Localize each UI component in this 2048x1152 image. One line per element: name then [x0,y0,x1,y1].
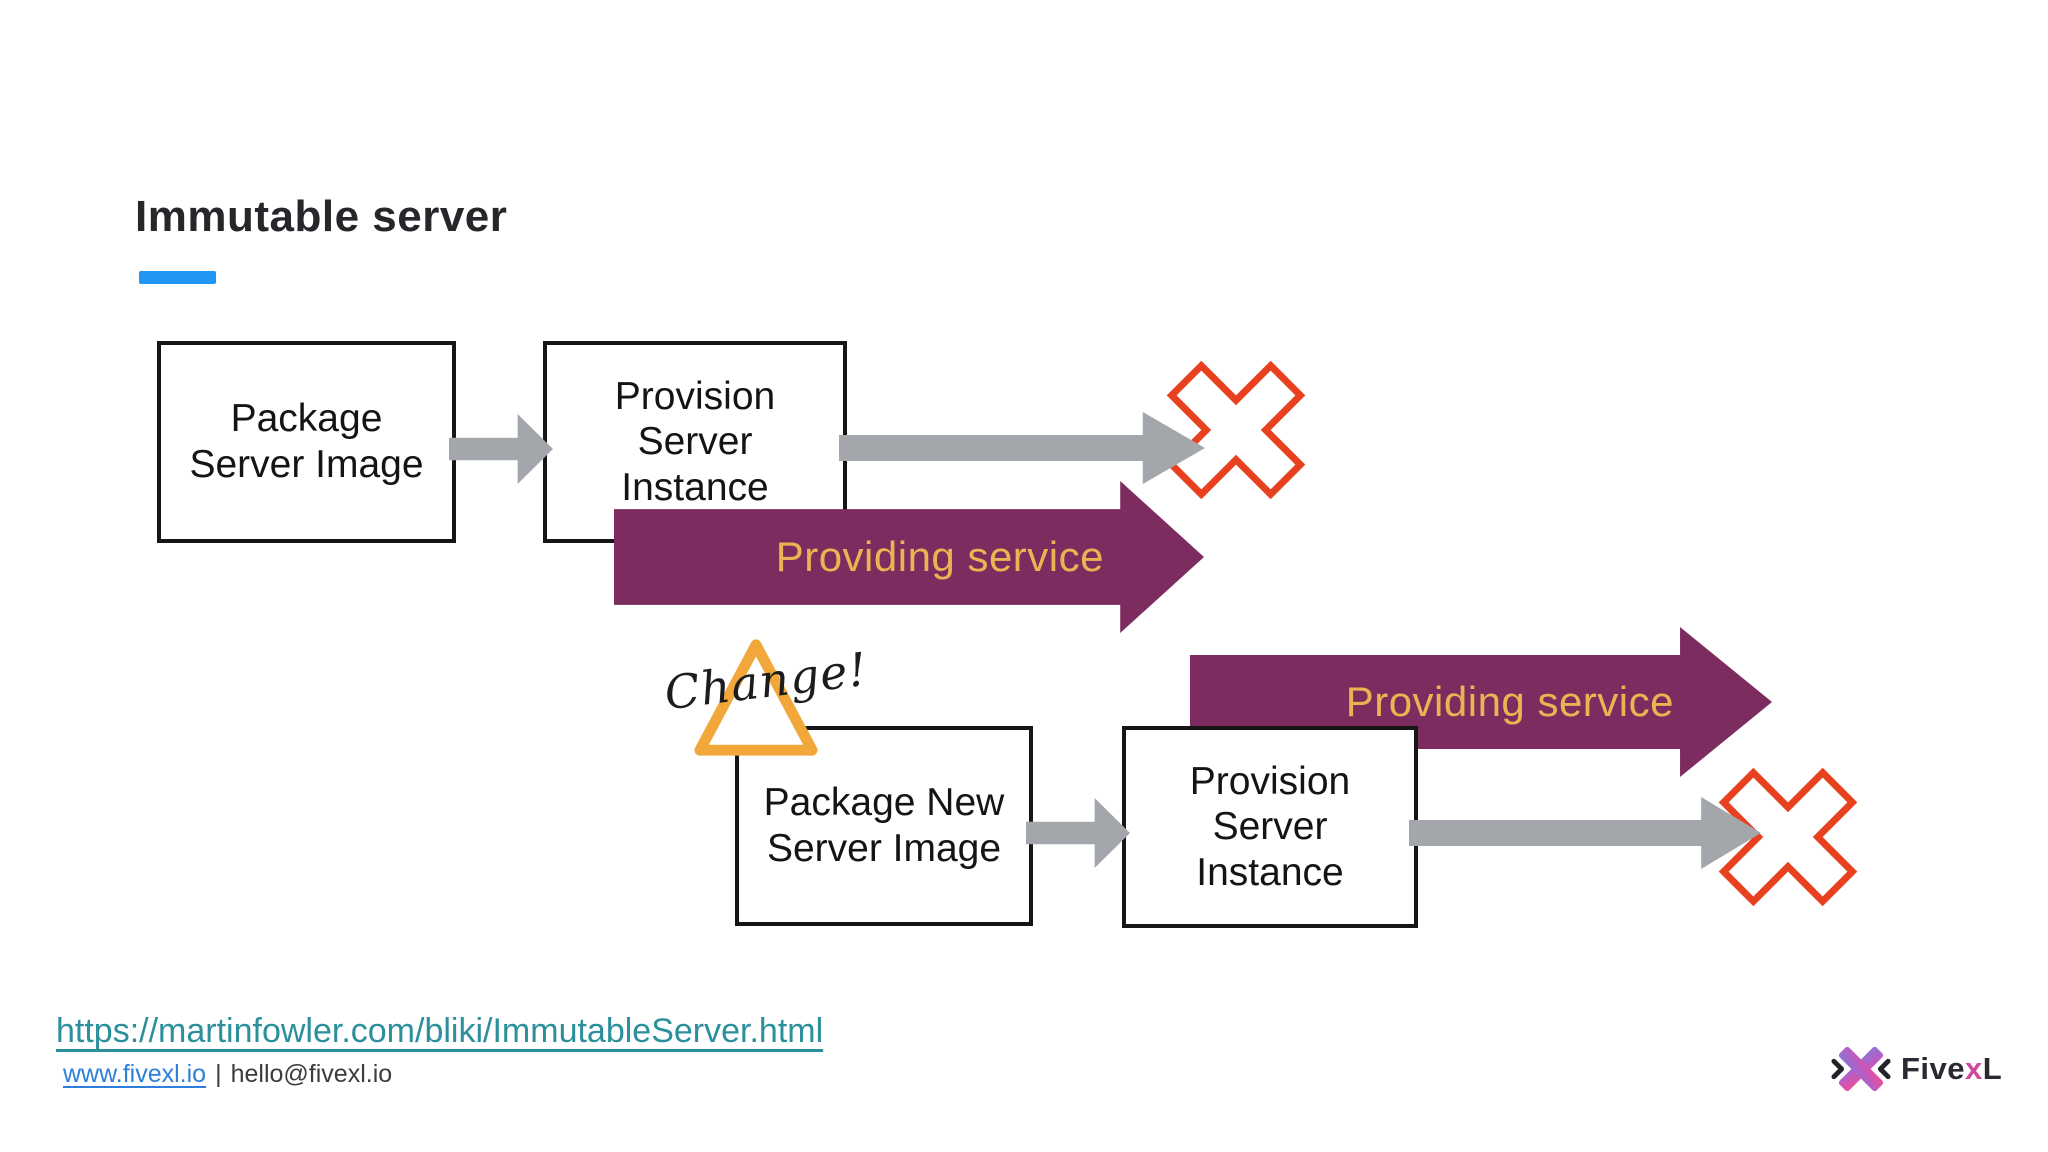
box-line: Server [1212,805,1328,849]
box-line: Server Image [766,827,1002,870]
box-line: Package New [763,781,1005,825]
footer-separator: | [215,1060,222,1088]
footer-line: www.fivexl.io | hello@fivexl.io [63,1060,392,1089]
logo-text-suffix: L [1982,1051,2003,1086]
fivexl-logo: FivexL [1830,1040,2002,1098]
box-line: Server [637,420,753,464]
box-line: Provision [1189,759,1351,803]
reference-link[interactable]: https://martinfowler.com/bliki/Immutable… [56,1012,824,1050]
box-line: Server Image [189,443,424,486]
box-line: Package [230,397,383,441]
terminated-cross-icon [1156,350,1316,515]
box-package-server-image: Package Server Image [157,341,456,543]
logo-text-prefix: Five [1901,1051,1966,1086]
warning-triangle-icon [692,634,820,767]
box-line: Instance [1196,850,1344,894]
site-link[interactable]: www.fivexl.io [63,1060,207,1088]
flow-arrow-icon [839,412,1205,484]
fivexl-logo-icon [1831,1046,1891,1092]
footer-email: hello@fivexl.io [230,1060,393,1088]
box-provision-server-instance-2: Provision Server Instance [1122,726,1418,928]
title-underline [139,271,216,284]
box-line: Instance [621,465,769,509]
flow-arrow-icon [449,414,553,484]
flow-arrow-icon [1026,798,1130,868]
banner-label: Providing service [1345,678,1674,725]
flow-arrow-icon [1409,797,1761,869]
box-line: Provision [614,374,776,418]
terminated-cross-icon [1708,757,1868,922]
banner-label: Providing service [775,533,1104,580]
logo-text-x: x [1965,1051,1983,1086]
page-title: Immutable server [135,192,508,241]
box-package-new-server-image: Package New Server Image [735,726,1033,926]
fivexl-logo-text: FivexL [1901,1051,2002,1087]
